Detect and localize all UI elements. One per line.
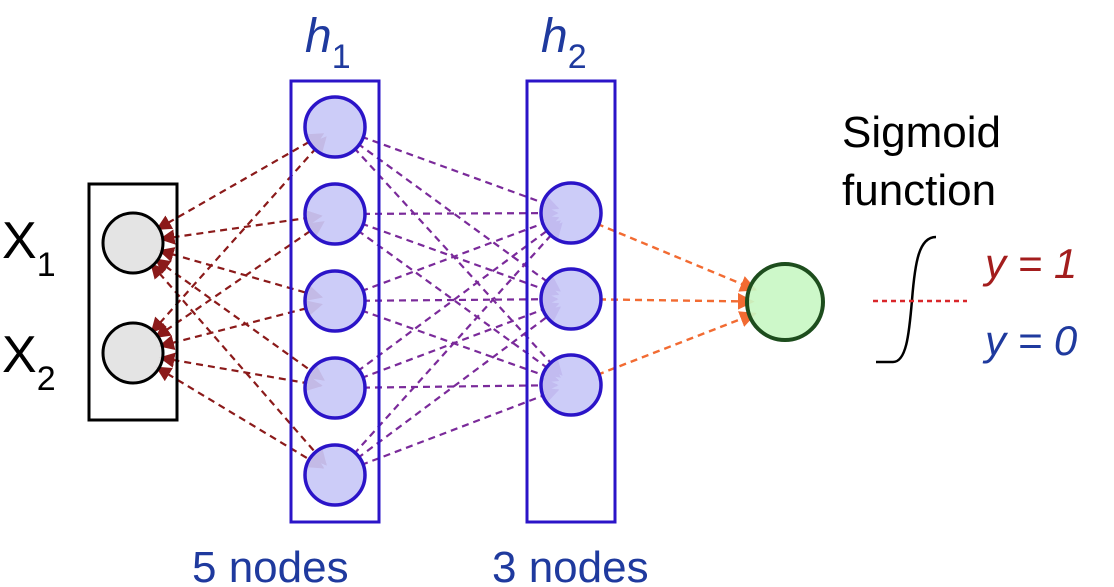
y-high-label: y = 1	[982, 240, 1077, 287]
edge-h2-3-output	[596, 311, 757, 376]
hidden-1-node-4	[303, 356, 367, 420]
sigmoid-title-line-1: Sigmoid	[842, 108, 1001, 157]
edge-input-2-h1-1	[150, 136, 327, 334]
hidden-layer-1-caption: 5 nodes	[192, 543, 349, 587]
hidden-1-node-3	[303, 269, 367, 333]
hidden-2-node-1	[539, 181, 603, 245]
hidden-layer-2-box	[525, 79, 617, 524]
edge-h2-1-output	[596, 222, 758, 292]
edge-h1-3-h2-1	[360, 215, 560, 293]
hidden-layer-1-sub: 1	[332, 38, 351, 76]
edge-h1-3-h2-3	[361, 309, 560, 383]
edge-h1-2-h2-2	[360, 222, 560, 297]
edge-h2-2-output	[598, 292, 755, 310]
edge-h1-3-h2-2	[362, 291, 559, 307]
network-nodes	[101, 95, 825, 507]
edge-input-1-h1-1	[155, 133, 325, 231]
input-label-2-var: X	[2, 326, 37, 384]
edge-h1-2-h2-1	[362, 205, 559, 221]
edge-h1-2-h2-3	[357, 229, 561, 378]
edge-h1-1-h2-3	[353, 146, 563, 376]
input-layer-box	[87, 182, 179, 422]
edge-h1-1-h2-2	[356, 142, 561, 292]
input-label-2: X2	[2, 326, 56, 398]
hidden-layer-2-title: h2	[541, 10, 587, 76]
hidden-1-node-5	[303, 443, 367, 507]
hidden-1-node-2	[303, 182, 367, 246]
sigmoid-curve-icon	[876, 235, 937, 364]
edge-input-1-h1-3	[158, 247, 324, 301]
edge-input-1-h1-2	[159, 210, 323, 245]
hidden-layer-1-title: h1	[305, 10, 351, 76]
hidden-layer-1-box	[289, 79, 381, 524]
hidden-2-node-2	[539, 267, 603, 331]
input-label-2-sub: 2	[37, 360, 56, 398]
output-node	[745, 262, 825, 342]
hidden-2-node-3	[539, 353, 603, 417]
hidden-layer-2-sub: 2	[568, 38, 587, 76]
edge-input-2-h1-2	[154, 221, 325, 339]
edge-h1-4-h2-1	[356, 220, 561, 373]
edge-h1-4-h2-3	[362, 377, 559, 394]
input-label-1: X1	[2, 212, 56, 284]
hidden-layer-1-var: h	[305, 10, 332, 63]
y-low-label: y = 0	[982, 317, 1078, 364]
input-label-1-sub: 1	[37, 246, 56, 284]
connection-edges	[150, 133, 758, 469]
input-node-1	[101, 211, 165, 275]
input-label-1-var: X	[2, 212, 37, 270]
edge-input-2-h1-3	[158, 300, 323, 351]
hidden-1-node-1	[303, 95, 367, 159]
input-node-2	[101, 321, 165, 385]
edge-h1-5-h2-2	[356, 306, 562, 460]
sigmoid-title-line-2: function	[842, 166, 996, 215]
edge-input-2-h1-5	[155, 366, 325, 469]
hidden-layer-2-caption: 3 nodes	[492, 543, 649, 587]
hidden-layer-2-var: h	[541, 10, 568, 63]
edge-h1-1-h2-1	[360, 135, 560, 211]
